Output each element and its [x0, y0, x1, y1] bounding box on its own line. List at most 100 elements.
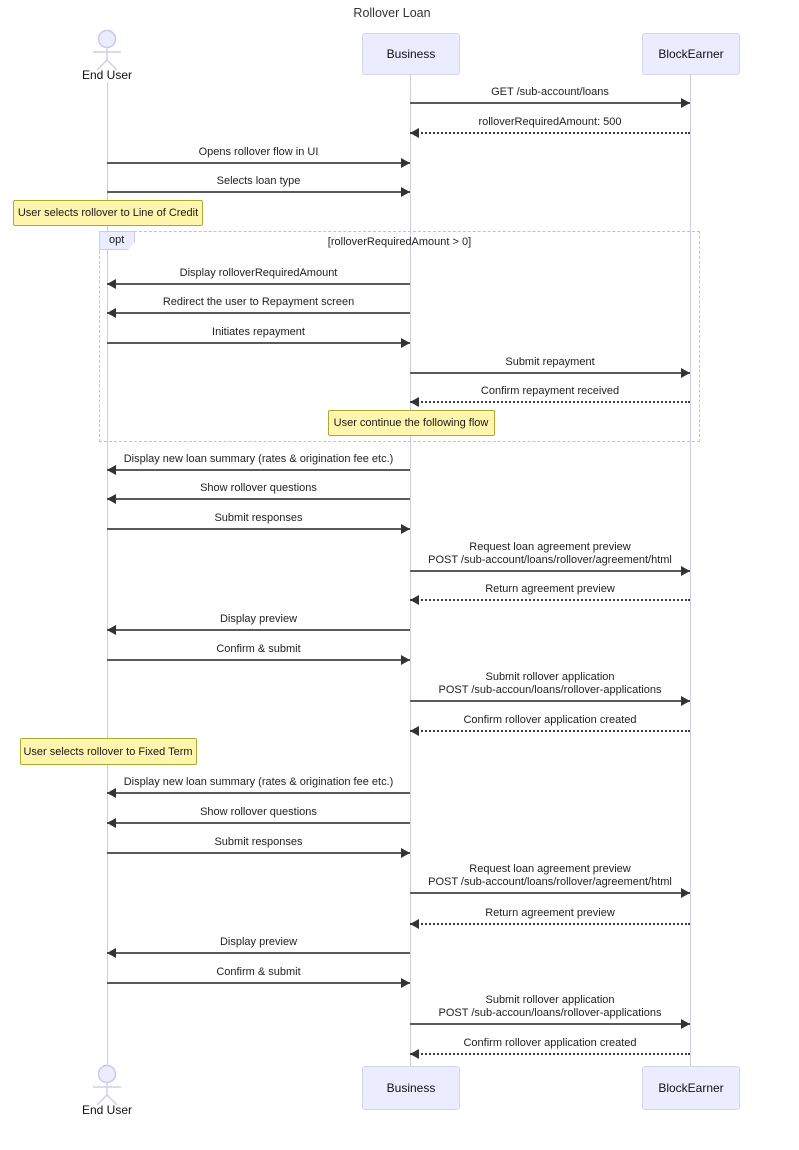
- message-label: Redirect the user to Repayment screen: [107, 296, 410, 309]
- arrowhead-icon: [410, 726, 419, 736]
- arrowhead-icon: [107, 625, 116, 635]
- diagram-title: Rollover Loan: [353, 6, 431, 20]
- arrow-line: [107, 342, 410, 344]
- arrow-line: [410, 1023, 690, 1025]
- arrowhead-icon: [410, 397, 419, 407]
- arrow-line: [107, 952, 410, 954]
- message-label-line: GET /sub-account/loans: [491, 86, 609, 98]
- arrowhead-icon: [681, 368, 690, 378]
- arrowhead-icon: [410, 1049, 419, 1059]
- message-label-line: Selects loan type: [216, 175, 301, 187]
- arrow-line: [410, 372, 690, 374]
- actor-label: Business: [386, 1081, 436, 1095]
- arrowhead-icon: [107, 948, 116, 958]
- message-label: Confirm repayment received: [410, 385, 690, 398]
- arrowhead-icon: [107, 494, 116, 504]
- message-label-line: Confirm & submit: [216, 643, 301, 655]
- arrow-line: [107, 283, 410, 285]
- arrow-line: [107, 191, 410, 193]
- message-label: Opens rollover flow in UI: [107, 146, 410, 159]
- message-label-line: Confirm rollover application created: [463, 1037, 637, 1049]
- arrowhead-icon: [681, 696, 690, 706]
- message-label-line: Submit responses: [214, 512, 303, 524]
- message-label-line: POST /sub-accoun/loans/rollover-applicat…: [438, 1007, 662, 1019]
- arrowhead-icon: [401, 187, 410, 197]
- arrow-line: [410, 923, 690, 925]
- message-label-line: Submit rollover application: [485, 994, 615, 1006]
- message-label-line: Confirm rollover application created: [463, 714, 637, 726]
- arrowhead-icon: [107, 788, 116, 798]
- actor-figure-label-top: End User: [81, 68, 133, 82]
- actor-figure-label-bottom: End User: [81, 1103, 133, 1117]
- actor-label: Business: [386, 47, 436, 61]
- arrowhead-icon: [107, 279, 116, 289]
- arrow-line: [107, 659, 410, 661]
- arrow-line: [410, 1053, 690, 1055]
- arrow-line: [107, 469, 410, 471]
- message-label-line: Confirm & submit: [216, 966, 301, 978]
- arrow-line: [107, 312, 410, 314]
- message-label: Submit repayment: [410, 356, 690, 369]
- arrowhead-icon: [410, 919, 419, 929]
- message-label-line: Display rolloverRequiredAmount: [179, 267, 338, 279]
- actor-figure-enduser-bottom: [85, 1064, 129, 1106]
- arrowhead-icon: [410, 595, 419, 605]
- arrowhead-icon: [107, 465, 116, 475]
- arrowhead-icon: [107, 818, 116, 828]
- lifeline-blockearner: [689, 73, 691, 1067]
- arrowhead-icon: [401, 158, 410, 168]
- opt-frame: opt [rolloverRequiredAmount > 0]: [99, 231, 700, 442]
- message-label: Confirm rollover application created: [410, 1037, 690, 1050]
- arrow-line: [107, 792, 410, 794]
- message-label-line: Request loan agreement preview: [469, 863, 631, 875]
- message-label-line: POST /sub-account/loans/rollover/agreeme…: [428, 876, 672, 888]
- message-label: Display preview: [107, 936, 410, 949]
- arrow-line: [410, 892, 690, 894]
- arrowhead-icon: [401, 848, 410, 858]
- arrowhead-icon: [401, 655, 410, 665]
- message-label-line: Display preview: [219, 613, 298, 625]
- message-label: Show rollover questions: [107, 806, 410, 819]
- arrowhead-icon: [681, 566, 690, 576]
- message-label-line: Show rollover questions: [200, 806, 317, 818]
- message-label-line: Display new loan summary (rates & origin…: [123, 453, 394, 465]
- message-label: Return agreement preview: [410, 907, 690, 920]
- message-label: Submit responses: [107, 512, 410, 525]
- arrow-line: [107, 852, 410, 854]
- message-label: Return agreement preview: [410, 583, 690, 596]
- message-label-line: Submit rollover application: [485, 671, 615, 683]
- message-label: Display new loan summary (rates & origin…: [107, 453, 410, 466]
- message-label-line: rolloverRequiredAmount: 500: [478, 116, 622, 128]
- arrow-line: [410, 570, 690, 572]
- arrow-line: [410, 599, 690, 601]
- message-label: Confirm & submit: [107, 966, 410, 979]
- message-label: GET /sub-account/loans: [410, 86, 690, 99]
- arrow-line: [107, 162, 410, 164]
- arrowhead-icon: [401, 338, 410, 348]
- message-label-line: Request loan agreement preview: [469, 541, 631, 553]
- message-label: Display preview: [107, 613, 410, 626]
- actor-box-business-bottom: Business: [362, 1066, 460, 1110]
- arrow-line: [410, 730, 690, 732]
- message-label-line: Show rollover questions: [200, 482, 317, 494]
- message-label-line: Redirect the user to Repayment screen: [162, 296, 355, 308]
- message-label-line: POST /sub-account/loans/rollover/agreeme…: [428, 554, 672, 566]
- actor-box-blockearner-top: BlockEarner: [642, 33, 740, 75]
- arrow-line: [410, 132, 690, 134]
- arrowhead-icon: [401, 524, 410, 534]
- arrow-line: [107, 982, 410, 984]
- note: User selects rollover to Line of Credit: [13, 200, 203, 226]
- note: User continue the following flow: [327, 410, 495, 436]
- message-label-line: Opens rollover flow in UI: [198, 146, 319, 158]
- opt-frame-condition: [rolloverRequiredAmount > 0]: [327, 236, 472, 248]
- person-icon: [93, 1064, 121, 1106]
- arrow-line: [107, 528, 410, 530]
- message-label-line: POST /sub-accoun/loans/rollover-applicat…: [438, 684, 662, 696]
- message-label-line: Display preview: [219, 936, 298, 948]
- opt-frame-label: opt: [99, 231, 136, 250]
- message-label: Submit responses: [107, 836, 410, 849]
- arrowhead-icon: [107, 308, 116, 318]
